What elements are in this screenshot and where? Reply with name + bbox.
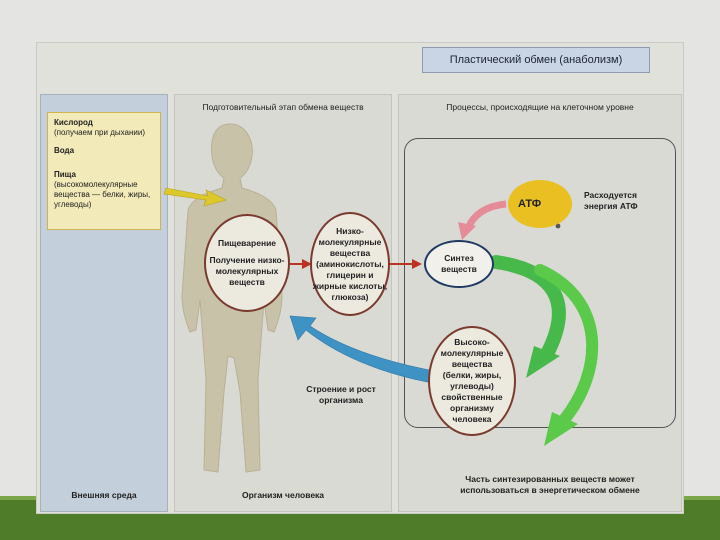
pink-arrow-head [458,222,476,240]
intake-water: Вода [54,146,75,155]
high-molecular-label: Высоко-молекулярные вещества (белки, жир… [440,337,504,424]
intake-oxygen: Кислород [54,118,93,127]
atf-label: АТФ [518,198,542,210]
high-molecular-ellipse: Высоко-молекулярные вещества (белки, жир… [428,326,516,436]
synthesis-label: Синтез веществ [441,253,477,274]
growth-label: Строение и рост организма [306,384,376,405]
yellow-arrow [163,187,227,207]
cellular-processes-heading: Процессы, происходящие на клеточном уров… [446,102,634,112]
digestion-ellipse: Пищеварение Получение низко-молекулярных… [204,214,290,312]
cellular-processes-panel [398,94,682,512]
intake-box: Кислород (получаем при дыхании) Вода Пищ… [47,112,161,230]
intake-oxygen-note: (получаем при дыхании) [54,128,145,137]
low-molecular-details: (аминокислоты, глицерин и жирные кислоты… [312,258,388,302]
digestion-subtitle: Получение низко-молекулярных веществ [209,255,285,287]
pink-arrow [464,200,507,230]
low-molecular-ellipse: Низко-молекулярные вещества (аминокислот… [310,212,390,316]
blue-arrow [289,315,441,385]
preparatory-stage-heading: Подготовительный этап обмена веществ [202,102,364,112]
red-arrow-1-head [302,259,312,269]
external-environment-label: Внешняя среда [71,490,137,500]
cell-level-box [404,138,676,428]
synthesis-ellipse: Синтез веществ [424,240,494,288]
atf-ellipse: АТФ [508,180,572,228]
human-organism-label: Организм человека [241,490,325,500]
digestion-title: Пищеварение [217,238,277,248]
red-arrow-2-head [412,259,422,269]
atf-energy-note: Расходуется энергия АТФ [584,190,638,211]
green-arrow-2 [534,264,599,426]
green-arrow-1-head [526,346,560,378]
energy-exchange-note: Часть синтезированных веществ может испо… [460,474,640,495]
green-arrow-1 [489,255,566,359]
green-arrow-2-head [544,412,578,446]
intake-food: Пища [54,170,76,179]
intake-food-note: (высокомолекулярные вещества — белки, жи… [54,180,151,209]
anabolism-title: Пластический обмен (анаболизм) [422,47,650,73]
low-molecular-title: Низко-молекулярные вещества [318,225,382,258]
